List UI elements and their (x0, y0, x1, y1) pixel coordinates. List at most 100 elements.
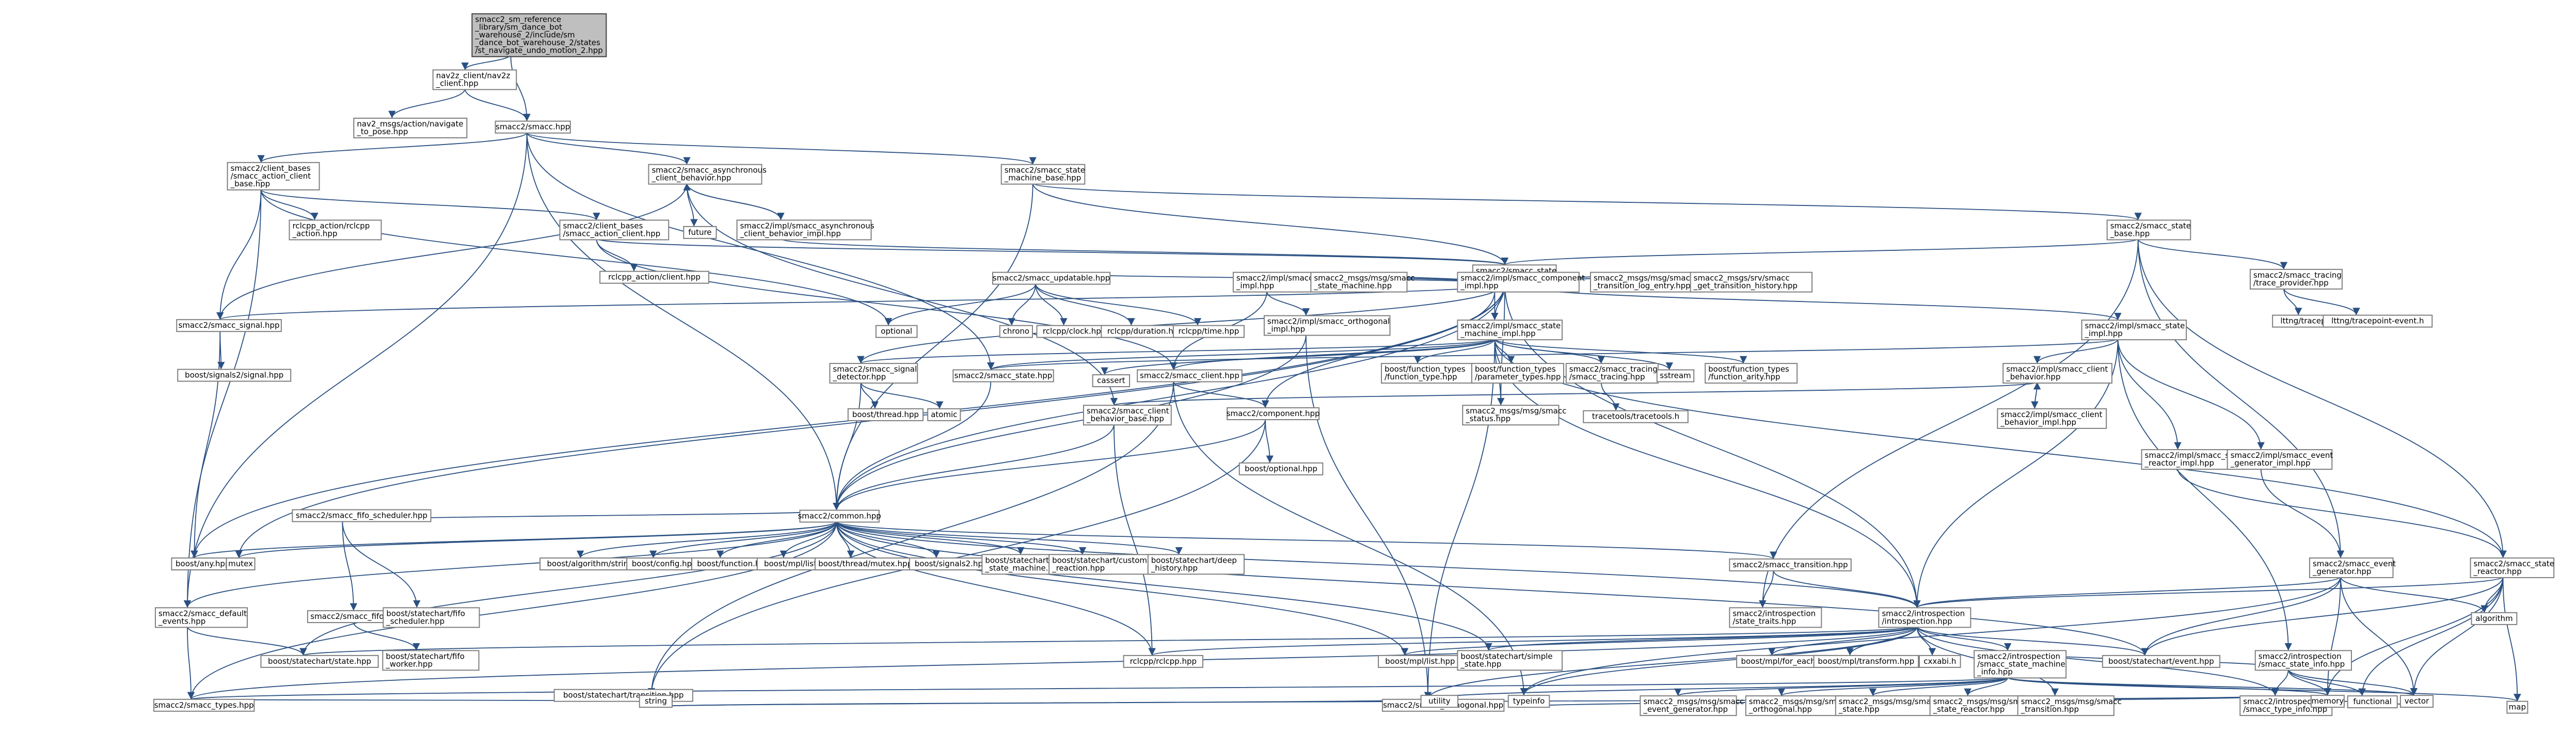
node-lttng_tracepoint_event[interactable]: lttng/tracepoint-event.h (2323, 314, 2433, 328)
edge-client_bases_action_client_base-to-smacc_default_events (183, 189, 262, 608)
node-impl_state_machine_impl[interactable]: smacc2/impl/smacc_state_machine_impl.hpp (1457, 320, 1563, 341)
node-boost_function[interactable]: boost/function.hpp (691, 557, 776, 570)
node-boost_ft_function_arity[interactable]: boost/function_types/function_arity.hpp (1705, 363, 1798, 384)
node-boost_ft_function_type[interactable]: boost/function_types/function_type.hpp (1380, 363, 1474, 384)
node-boost_sc_fifo_scheduler[interactable]: boost/statechart/fifo_scheduler.hpp (383, 607, 480, 628)
node-component_hpp[interactable]: smacc2/component.hpp (1227, 407, 1320, 420)
node-msg_transition[interactable]: smacc2_msgs/msg/smacc_transition.hpp (2017, 695, 2122, 716)
node-rclcpp_action[interactable]: rclcpp_action/rclcpp_action.hpp (289, 219, 382, 241)
node-impl_orthogonal_impl[interactable]: smacc2/impl/smacc_orthogonal_impl.hpp (1263, 315, 1391, 336)
node-smacc_default_events[interactable]: smacc2/smacc_default_events.hpp (154, 607, 248, 628)
node-box (1471, 363, 1564, 384)
node-boost_mpl_for_each[interactable]: boost/mpl/for_each.hpp (1736, 655, 1838, 668)
node-future[interactable]: future (683, 226, 717, 239)
node-smacc_signal[interactable]: smacc2/smacc_signal.hpp (176, 319, 282, 332)
node-boost_mutex[interactable]: boost/thread/mutex.hpp (814, 557, 916, 570)
node-box (471, 13, 607, 57)
node-nav2_client[interactable]: nav2z_client/nav2z_client.hpp (432, 69, 517, 90)
node-smacc_state_hpp[interactable]: smacc2/smacc_state.hpp (952, 369, 1054, 383)
node-boost_mpl_list2[interactable]: boost/mpl/list.hpp (1378, 655, 1462, 668)
node-smacc_state_machine_base[interactable]: smacc2/smacc_state_machine_base.hpp (1000, 164, 1086, 185)
node-impl_event_generator_impl[interactable]: smacc2/impl/smacc_event_generator_impl.h… (2227, 449, 2333, 470)
node-fifo_scheduler[interactable]: smacc2/smacc_fifo_scheduler.hpp (292, 509, 432, 522)
node-msg_state[interactable]: smacc2_msgs/msg/smacc_state.hpp (1835, 695, 1939, 716)
node-introspection_hpp[interactable]: smacc2/introspection/introspection.hpp (1878, 607, 1971, 628)
node-cxxabi[interactable]: cxxabi.h (1918, 655, 1961, 668)
node-smacc_state_reactor[interactable]: smacc2/smacc_state_reactor.hpp (2470, 557, 2555, 578)
node-atomic[interactable]: atomic (927, 408, 961, 421)
node-nav2_msgs_nav[interactable]: nav2_msgs/action/navigate_to_pose.hpp (353, 117, 468, 138)
node-smacc_client_behavior_base[interactable]: smacc2/smacc_client_behavior_base.hpp (1083, 405, 1172, 426)
node-mutex[interactable]: mutex (226, 557, 256, 570)
node-introspection_state_info[interactable]: smacc2/introspection/smacc_state_info.hp… (2254, 650, 2352, 671)
edge-common_hpp-to-smacc_transition (836, 521, 1777, 560)
node-label: smacc2/impl/smacc_event (2231, 451, 2333, 460)
node-boost_ft_parameter_types[interactable]: boost/function_types/parameter_types.hpp (1471, 363, 1564, 384)
node-map[interactable]: map (2506, 700, 2529, 714)
node-algorithm[interactable]: algorithm (2471, 612, 2518, 625)
node-rclcpp_hpp[interactable]: rclcpp/rclcpp.hpp (1123, 655, 1203, 668)
node-msg_orthogonal[interactable]: smacc2_msgs/msg/smacc_orthogonal.hpp (1745, 695, 1850, 716)
node-smacc_transition[interactable]: smacc2/smacc_transition.hpp (1729, 558, 1852, 571)
node-smacc_hpp[interactable]: smacc2/smacc.hpp (495, 120, 571, 134)
node-smacc_client_hpp[interactable]: smacc2/smacc_client.hpp (1137, 369, 1243, 383)
node-tracetools[interactable]: tracetools/tracetools.h (1583, 410, 1689, 423)
node-smacc_tracing_provider[interactable]: smacc2/smacc_tracing/trace_provider.hpp (2249, 268, 2343, 290)
node-msg_event_generator[interactable]: smacc2_msgs/msg/smacc_event_generator.hp… (1640, 695, 1744, 716)
node-boost_sc_deep_history[interactable]: boost/statechart/deep_history.hpp (1147, 554, 1245, 575)
node-smacc_signal_detector[interactable]: smacc2/smacc_signal_detector.hpp (829, 363, 918, 384)
node-boost_optional[interactable]: boost/optional.hpp (1238, 462, 1324, 475)
node-impl_async_cb[interactable]: smacc2/impl/smacc_asynchronous_client_be… (736, 219, 874, 241)
node-impl_component_impl[interactable]: smacc2/impl/smacc_component_impl.hpp (1457, 272, 1585, 293)
node-impl_client_behavior[interactable]: smacc2/impl/smacc_client_behavior.hpp (2002, 363, 2112, 384)
node-introspection_sm_info[interactable]: smacc2/introspection/smacc_state_machine… (1974, 650, 2067, 679)
node-label: lttng/tracepoint-event.h (2331, 316, 2424, 326)
node-string[interactable]: string (639, 695, 673, 708)
node-introspection_state_traits[interactable]: smacc2/introspection/state_traits.hpp (1729, 607, 1822, 628)
node-impl_client_behavior_impl[interactable]: smacc2/impl/smacc_client_behavior_impl.h… (1997, 408, 2107, 429)
node-client_bases_action_client_base[interactable]: smacc2/client_bases/smacc_action_client_… (227, 162, 320, 190)
node-msg_smacc_status[interactable]: smacc2_msgs/msg/smacc_status.hpp (1462, 405, 1566, 426)
node-rclcpp_duration[interactable]: rclcpp/duration.hpp (1101, 325, 1190, 338)
node-smacc_types[interactable]: smacc2/smacc_types.hpp (153, 698, 255, 712)
node-smacc_updatable[interactable]: smacc2/smacc_updatable.hpp (992, 272, 1111, 285)
node-msg_state_reactor[interactable]: smacc2_msgs/msg/smacc_state_reactor.hpp (1929, 695, 2034, 716)
node-typeinfo[interactable]: typeinfo (1507, 695, 1550, 708)
node-impl_state_impl[interactable]: smacc2/impl/smacc_state_impl.hpp (2081, 320, 2187, 341)
node-boost_thread[interactable]: boost/thread.hpp (847, 408, 924, 421)
node-optional[interactable]: optional (875, 325, 918, 338)
node-cassert[interactable]: cassert (1092, 374, 1131, 388)
node-boost_signals2_signal[interactable]: boost/signals2/signal.hpp (177, 369, 292, 382)
node-rclcpp_time[interactable]: rclcpp/time.hpp (1172, 325, 1245, 338)
node-boost_sc_event[interactable]: boost/statechart/event.hpp (2102, 655, 2221, 668)
node-client_bases_action_client[interactable]: smacc2/client_bases/smacc_action_client.… (559, 219, 670, 241)
node-msg_transition_log[interactable]: smacc2_msgs/msg/smacc_transition_log_ent… (1589, 272, 1704, 293)
node-smacc_state_base[interactable]: smacc2/smacc_state_base.hpp (2106, 219, 2191, 241)
node-sstream[interactable]: sstream (1656, 369, 1695, 383)
edge-introspection_state_info-to-vector (2287, 668, 2418, 696)
node-boost_sc_state[interactable]: boost/statechart/state.hpp (260, 655, 379, 668)
node-msg_smacc_state_machine[interactable]: smacc2_msgs/msg/smacc_state_machine.hpp (1310, 272, 1414, 293)
node-rclcpp_clock[interactable]: rclcpp/clock.hpp (1036, 325, 1112, 338)
node-srv_get_transition[interactable]: smacc2_msgs/srv/smacc_get_transition_his… (1690, 272, 1813, 293)
node-label: smacc2/impl/smacc_client (2000, 410, 2102, 420)
edge-impl_state_impl-to-introspection_hpp (1913, 339, 2119, 608)
node-boost_sc_fifo_worker[interactable]: boost/statechart/fifo_worker.hpp (382, 650, 480, 671)
node-boost_mpl_transform[interactable]: boost/mpl/transform.hpp (1813, 655, 1919, 668)
node-vector[interactable]: vector (2399, 695, 2434, 708)
node-chrono[interactable]: chrono (999, 325, 1033, 338)
node-common_hpp[interactable]: smacc2/common.hpp (798, 509, 881, 523)
node-boost_any[interactable]: boost/any.hpp (171, 557, 235, 570)
node-smacc_tracing_tracing[interactable]: smacc2/smacc_tracing/smacc_tracing.hpp (1565, 363, 1659, 384)
node-utility[interactable]: utility (1420, 695, 1459, 708)
node-label: _client_behavior.hpp (651, 173, 731, 183)
node-boost_sc_simple_state[interactable]: boost/statechart/simple_state.hpp (1457, 650, 1563, 671)
node-rclcpp_action_client[interactable]: rclcpp_action/client.hpp (599, 270, 709, 284)
node-smacc_event_generator[interactable]: smacc2/smacc_event_generator.hpp (2309, 557, 2396, 578)
node-boost_config[interactable]: boost/config.hpp (626, 557, 703, 570)
node-memory[interactable]: memory (2310, 695, 2345, 708)
node-boost_signals2[interactable]: boost/signals2.hpp (909, 557, 994, 570)
node-smacc_async_cb[interactable]: smacc2/smacc_asynchronous_client_behavio… (648, 164, 767, 185)
node-boost_sc_custom_reaction[interactable]: boost/statechart/custom_reaction.hpp (1048, 554, 1154, 575)
node-functional[interactable]: functional (2347, 695, 2398, 709)
